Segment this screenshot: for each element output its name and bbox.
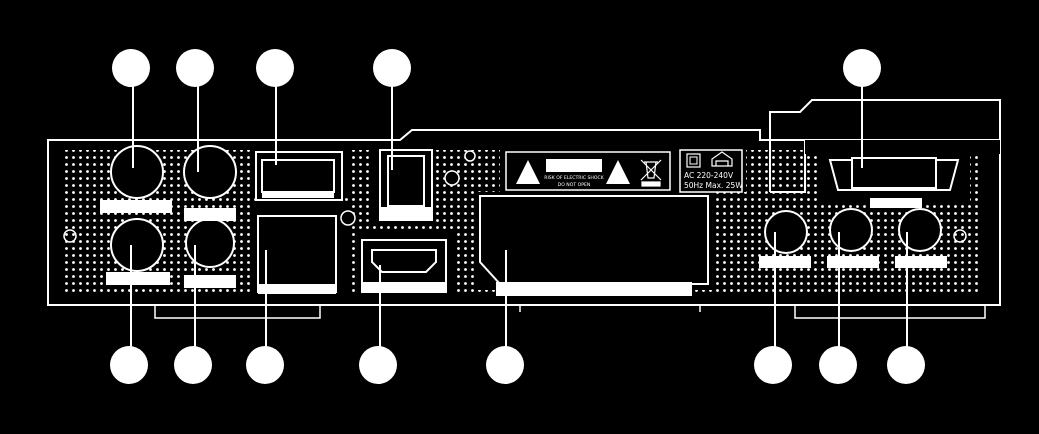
upper-port xyxy=(255,151,343,201)
warning-text-line1: RISK OF ELECTRIC SHOCK xyxy=(544,175,604,181)
power-label: AC 220-240V 50Hz Max. 25W xyxy=(679,149,743,193)
callout-top-5 xyxy=(843,49,881,87)
power-voltage-text: AC 220-240V xyxy=(684,171,734,180)
callout-bottom-8 xyxy=(887,346,925,384)
warning-triangle-icon xyxy=(516,160,540,184)
callout-top-1 xyxy=(112,49,150,87)
callout-leaders xyxy=(130,86,908,348)
callout-top-3 xyxy=(256,49,294,87)
callout-bottom-2 xyxy=(174,346,212,384)
callout-bottom-6 xyxy=(754,346,792,384)
warning-triangle-icon xyxy=(606,160,630,184)
crossed-bin-icon xyxy=(640,159,662,187)
scart-port xyxy=(479,195,709,296)
callout-bottom-4 xyxy=(359,346,397,384)
callout-bottom-3 xyxy=(246,346,284,384)
chassis-raised-section xyxy=(769,99,1001,192)
round-jacks-right xyxy=(764,208,942,254)
double-square-icon xyxy=(686,153,701,168)
callout-top-4 xyxy=(373,49,411,87)
mounting-screws xyxy=(63,150,967,243)
callout-top-2 xyxy=(176,49,214,87)
callouts-top xyxy=(112,49,881,87)
jack-label-bars xyxy=(100,200,236,288)
callout-bottom-1 xyxy=(110,346,148,384)
callouts-bottom xyxy=(110,346,925,384)
house-icon xyxy=(711,151,733,167)
callout-bottom-5 xyxy=(486,346,524,384)
chassis-feet xyxy=(154,305,986,319)
callout-bottom-7 xyxy=(819,346,857,384)
warning-text-line2: DO NOT OPEN xyxy=(558,182,591,188)
power-rating-text: 50Hz Max. 25W xyxy=(684,181,743,190)
ethernet-port xyxy=(257,215,337,294)
round-jacks-left xyxy=(110,145,237,272)
optical-port xyxy=(379,149,433,221)
hdmi-port xyxy=(361,239,447,293)
warning-label: RISK OF ELECTRIC SHOCK DO NOT OPEN xyxy=(505,151,671,191)
right-jack-label-bars xyxy=(759,256,947,268)
